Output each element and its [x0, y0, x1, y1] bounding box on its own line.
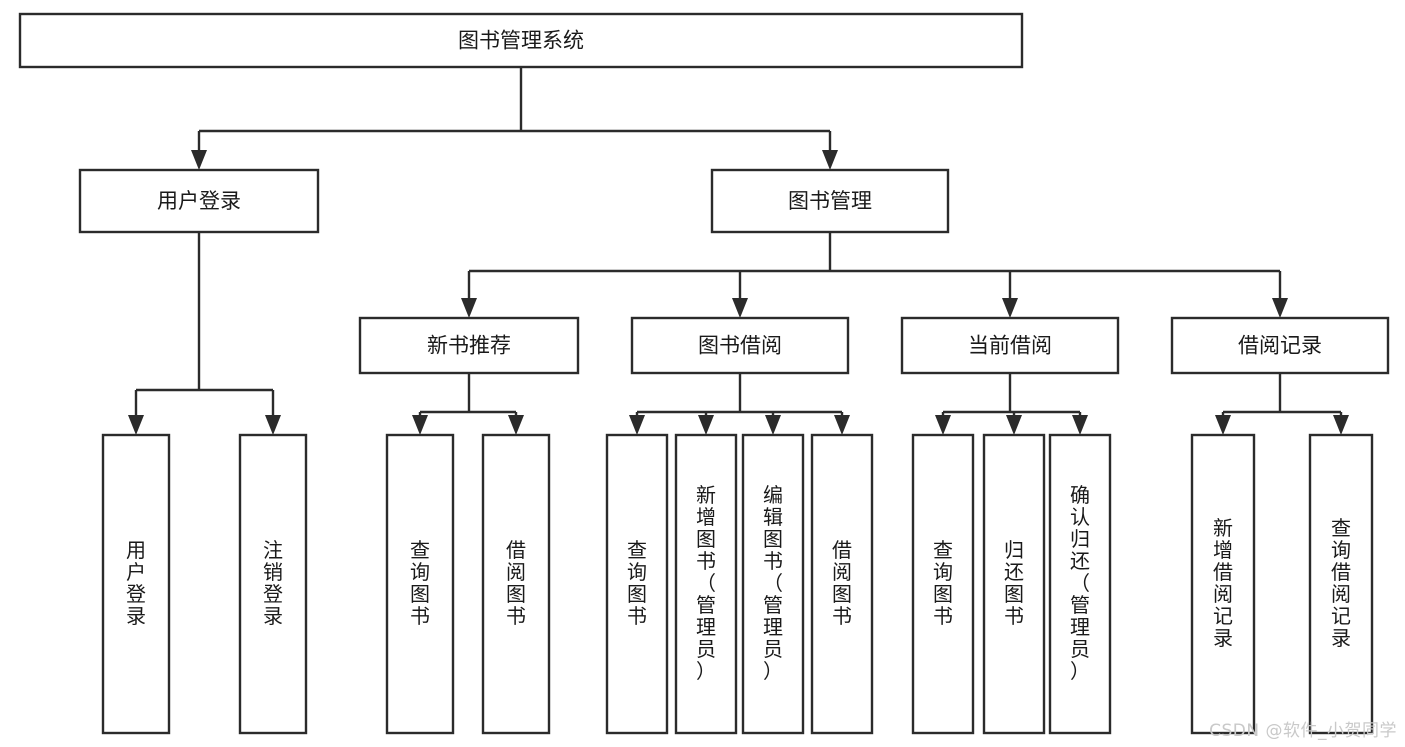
arrow-bookmgmt-to-level3-2	[1002, 298, 1018, 318]
arrow-新书推荐-to-leaf-1	[508, 415, 524, 435]
node-label-借阅记录: 借阅记录	[1238, 334, 1322, 358]
node-label-查询图书: 查询图书	[627, 538, 647, 628]
node-leaf-5[interactable]: 新增图书（管理员）	[674, 433, 738, 735]
node-leaf-9[interactable]: 归还图书	[982, 433, 1046, 735]
arrow-bookmgmt-to-level3-0	[461, 298, 477, 318]
node-box-level3-1[interactable]	[630, 316, 850, 375]
node-box-leaf-3[interactable]	[481, 433, 551, 735]
node-box-leaf-8[interactable]	[911, 433, 975, 735]
node-box-leaf-6[interactable]	[741, 433, 805, 735]
node-level3-3[interactable]: 借阅记录	[1170, 316, 1390, 375]
arrow-root-to-level2-1	[822, 150, 838, 170]
node-box-leaf-10[interactable]	[1048, 433, 1112, 735]
nodes-layer: 图书管理系统用户登录图书管理新书推荐图书借阅当前借阅借阅记录用户登录注销登录查询…	[18, 12, 1390, 735]
arrow-用户登录-to-leaf-1	[265, 415, 281, 435]
arrow-图书借阅-to-leaf-3	[834, 415, 850, 435]
node-label-新书推荐: 新书推荐	[427, 334, 511, 358]
node-label-用户登录: 用户登录	[126, 538, 146, 628]
node-label-新增借阅记录: 新增借阅记录	[1213, 516, 1233, 650]
node-leaf-11[interactable]: 新增借阅记录	[1190, 433, 1256, 735]
node-label-用户登录: 用户登录	[157, 189, 241, 213]
arrow-用户登录-to-leaf-0	[128, 415, 144, 435]
node-label-借阅图书: 借阅图书	[506, 538, 526, 628]
node-level2-0[interactable]: 用户登录	[78, 168, 320, 234]
node-leaf-0[interactable]: 用户登录	[101, 433, 171, 735]
node-label-图书管理: 图书管理	[788, 189, 872, 213]
node-box-leaf-1[interactable]	[238, 433, 308, 735]
node-box-level2-0[interactable]	[78, 168, 320, 234]
arrow-图书借阅-to-leaf-0	[629, 415, 645, 435]
node-label-编辑图书管理员: 编辑图书（管理员）	[763, 483, 783, 683]
arrow-当前借阅-to-leaf-2	[1072, 415, 1088, 435]
node-leaf-1[interactable]: 注销登录	[238, 433, 308, 735]
arrow-图书借阅-to-leaf-2	[765, 415, 781, 435]
arrow-root-to-level2-0	[191, 150, 207, 170]
node-label-查询图书: 查询图书	[410, 538, 430, 628]
node-box-root-0[interactable]	[18, 12, 1024, 69]
node-label-归还图书: 归还图书	[1004, 538, 1024, 628]
arrow-当前借阅-to-leaf-0	[935, 415, 951, 435]
node-label-图书借阅: 图书借阅	[698, 334, 782, 358]
node-label-查询图书: 查询图书	[933, 538, 953, 628]
node-label-新增图书管理员: 新增图书（管理员）	[696, 483, 716, 683]
node-level3-1[interactable]: 图书借阅	[630, 316, 850, 375]
connectors-layer	[128, 67, 1349, 435]
node-box-level3-3[interactable]	[1170, 316, 1390, 375]
node-level2-1[interactable]: 图书管理	[710, 168, 950, 234]
node-box-level3-0[interactable]	[358, 316, 580, 375]
node-leaf-3[interactable]: 借阅图书	[481, 433, 551, 735]
node-label-查询借阅记录: 查询借阅记录	[1331, 516, 1351, 650]
node-box-leaf-7[interactable]	[810, 433, 874, 735]
arrow-借阅记录-to-leaf-0	[1215, 415, 1231, 435]
arrow-图书借阅-to-leaf-1	[698, 415, 714, 435]
node-leaf-8[interactable]: 查询图书	[911, 433, 975, 735]
node-label-图书管理系统: 图书管理系统	[458, 29, 584, 53]
node-box-leaf-9[interactable]	[982, 433, 1046, 735]
node-box-leaf-0[interactable]	[101, 433, 171, 735]
node-label-注销登录: 注销登录	[263, 538, 283, 628]
node-label-当前借阅: 当前借阅	[968, 334, 1052, 358]
arrow-bookmgmt-to-level3-1	[732, 298, 748, 318]
arrow-bookmgmt-to-level3-3	[1272, 298, 1288, 318]
node-leaf-4[interactable]: 查询图书	[605, 433, 669, 735]
watermark: CSDN @软件_小贺同学	[1209, 721, 1397, 741]
node-box-leaf-11[interactable]	[1190, 433, 1256, 735]
node-level3-2[interactable]: 当前借阅	[900, 316, 1120, 375]
node-label-确认归还管理员: 确认归还（管理员）	[1070, 483, 1090, 683]
node-box-leaf-4[interactable]	[605, 433, 669, 735]
node-root-0[interactable]: 图书管理系统	[18, 12, 1024, 69]
node-level3-0[interactable]: 新书推荐	[358, 316, 580, 375]
node-leaf-12[interactable]: 查询借阅记录	[1308, 433, 1374, 735]
node-box-level2-1[interactable]	[710, 168, 950, 234]
arrow-当前借阅-to-leaf-1	[1006, 415, 1022, 435]
node-label-借阅图书: 借阅图书	[832, 538, 852, 628]
node-leaf-6[interactable]: 编辑图书（管理员）	[741, 433, 805, 735]
arrow-新书推荐-to-leaf-0	[412, 415, 428, 435]
node-box-leaf-12[interactable]	[1308, 433, 1374, 735]
node-leaf-10[interactable]: 确认归还（管理员）	[1048, 433, 1112, 735]
node-box-leaf-5[interactable]	[674, 433, 738, 735]
arrow-借阅记录-to-leaf-1	[1333, 415, 1349, 435]
node-leaf-2[interactable]: 查询图书	[385, 433, 455, 735]
node-leaf-7[interactable]: 借阅图书	[810, 433, 874, 735]
node-box-leaf-2[interactable]	[385, 433, 455, 735]
node-box-level3-2[interactable]	[900, 316, 1120, 375]
